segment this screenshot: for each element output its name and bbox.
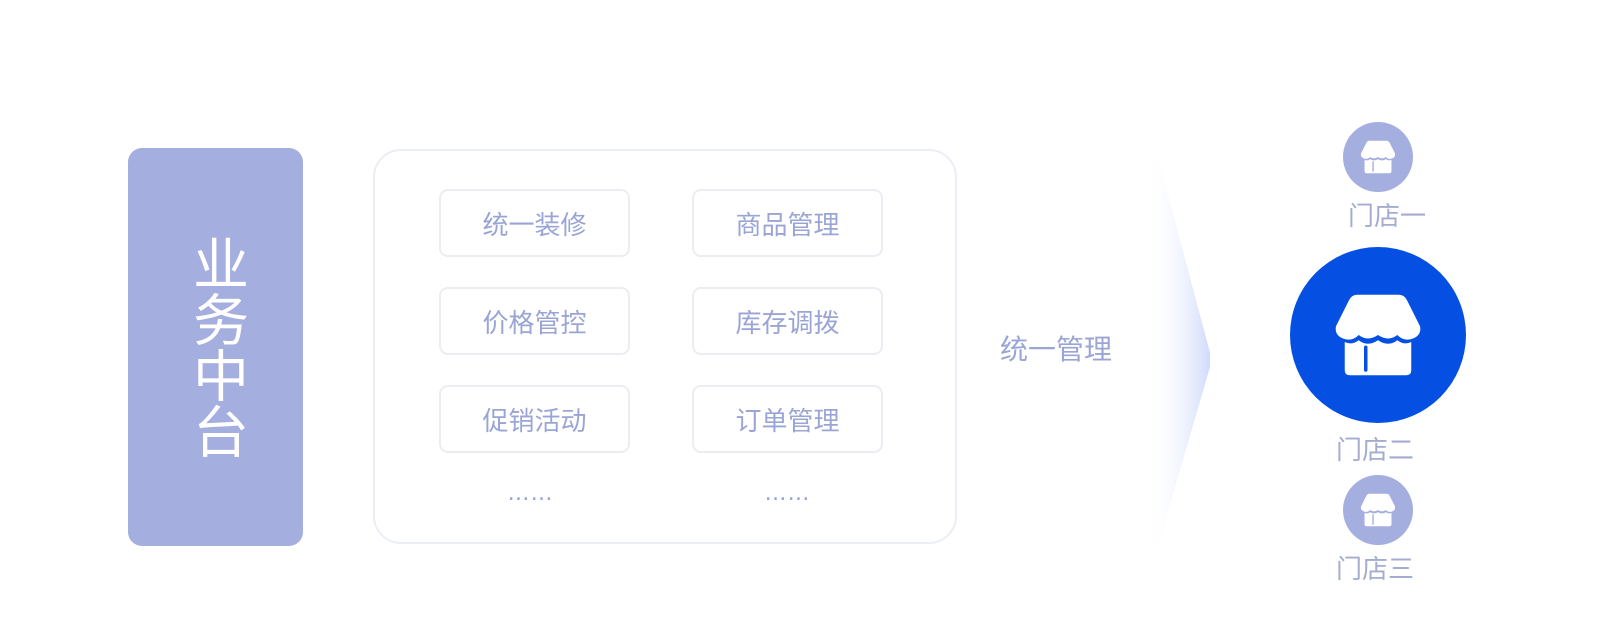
module-unified-decoration: 统一装修 — [439, 189, 630, 257]
module-price-control: 价格管控 — [439, 287, 630, 355]
store-icon — [1335, 294, 1421, 376]
store-three-circle — [1343, 475, 1413, 545]
capabilities-panel: 统一装修 商品管理 价格管控 库存调拨 促销活动 订单管理 …… …… — [373, 149, 957, 544]
store-one-label: 门店一 — [1348, 202, 1427, 232]
store-icon — [1360, 140, 1396, 174]
store-three-label: 门店三 — [1336, 555, 1415, 585]
more-modules-left: …… — [507, 481, 554, 506]
module-inventory-transfer: 库存调拨 — [692, 287, 883, 355]
store-two-circle — [1290, 247, 1466, 423]
store-two-label: 门店二 — [1336, 436, 1415, 466]
module-promotion: 促销活动 — [439, 385, 630, 453]
store-icon — [1360, 493, 1396, 527]
module-product-management: 商品管理 — [692, 189, 883, 257]
connector-label: 统一管理 — [1000, 333, 1113, 366]
connector-arrow-shape — [1148, 120, 1210, 580]
platform-title: 业务中台 — [183, 235, 249, 459]
more-modules-right: …… — [764, 481, 811, 506]
store-one-circle — [1343, 122, 1413, 192]
business-platform-block: 业务中台 — [128, 148, 303, 546]
module-order-management: 订单管理 — [692, 385, 883, 453]
